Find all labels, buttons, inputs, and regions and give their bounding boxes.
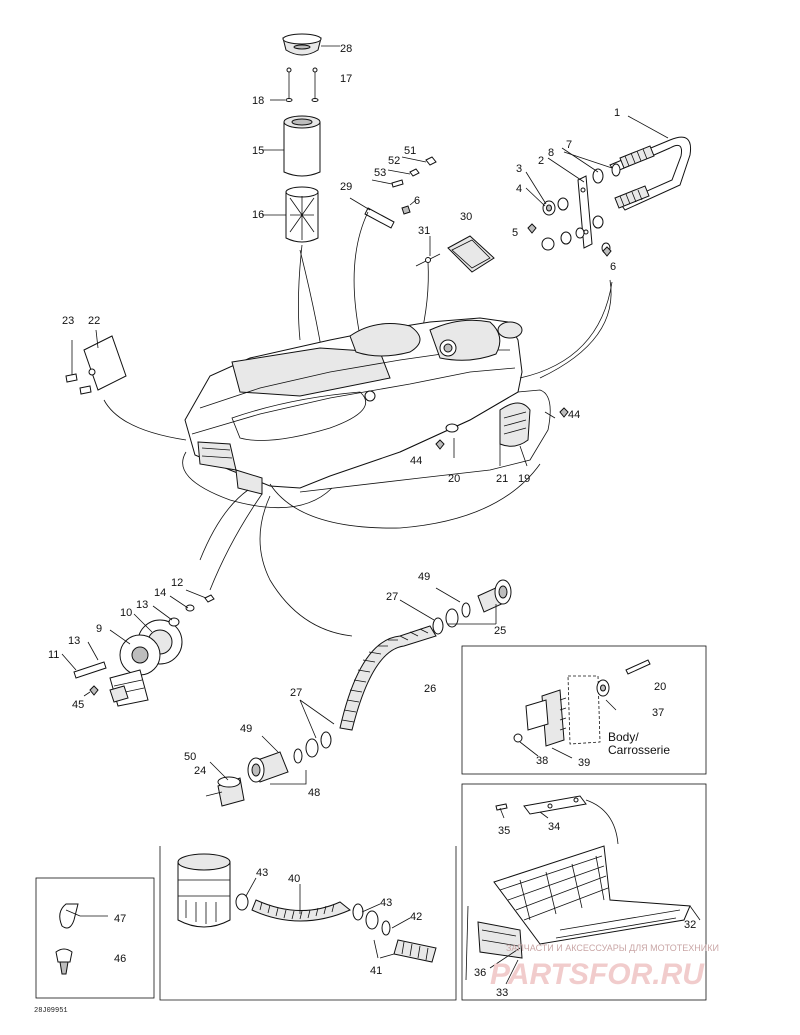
callout-21: 21 xyxy=(496,473,508,485)
outlet-fitting-assembly xyxy=(61,589,215,707)
callout-32: 32 xyxy=(684,919,696,931)
callout-23: 23 xyxy=(62,315,74,327)
callout-17: 17 xyxy=(340,73,352,85)
handle-1 xyxy=(609,115,692,211)
callout-45: 45 xyxy=(72,699,84,711)
hull-leaders xyxy=(103,281,613,637)
body-detail-box xyxy=(461,645,707,775)
callout-5: 5 xyxy=(512,227,518,239)
callout-7: 7 xyxy=(566,139,572,151)
callout-27: 27 xyxy=(290,687,302,699)
callout-20: 20 xyxy=(654,681,666,693)
callout-3: 3 xyxy=(516,163,522,175)
callout-47: 47 xyxy=(114,913,126,925)
callout-44: 44 xyxy=(410,455,422,467)
callout-46: 46 xyxy=(114,953,126,965)
vent-cap-assembly xyxy=(282,33,340,56)
callout-40: 40 xyxy=(288,873,300,885)
callout-37: 37 xyxy=(652,707,664,719)
callout-27: 27 xyxy=(386,591,398,603)
callout-36: 36 xyxy=(474,967,486,979)
callout-14: 14 xyxy=(154,587,166,599)
callout-50: 50 xyxy=(184,751,196,763)
callout-12: 12 xyxy=(171,577,183,589)
callout-6: 6 xyxy=(610,261,616,273)
callout-39: 39 xyxy=(578,757,590,769)
callout-26: 26 xyxy=(424,683,436,695)
small-hardware-51-53 xyxy=(371,156,437,188)
callout-1: 1 xyxy=(614,107,620,119)
body-label-line1: Body/ xyxy=(608,730,639,744)
callout-48: 48 xyxy=(308,787,320,799)
callout-16: 16 xyxy=(252,209,264,221)
callout-53: 53 xyxy=(374,167,386,179)
callout-20: 20 xyxy=(448,473,460,485)
callout-42: 42 xyxy=(410,911,422,923)
callout-41: 41 xyxy=(370,965,382,977)
callout-44: 44 xyxy=(568,409,580,421)
watermark-small-text: ЗАПЧАСТИ И АКСЕССУАРЫ ДЛЯ МОТОТЕХНИКИ xyxy=(506,943,719,953)
hose-fittings-top xyxy=(399,579,512,635)
callout-29: 29 xyxy=(340,181,352,193)
watercraft-body xyxy=(184,317,551,495)
callout-19: 19 xyxy=(518,473,530,485)
callout-8: 8 xyxy=(548,147,554,159)
callout-51: 51 xyxy=(404,145,416,157)
body-detail-parts xyxy=(513,659,651,759)
callout-13: 13 xyxy=(68,635,80,647)
callout-2: 2 xyxy=(538,155,544,167)
rod-29 xyxy=(349,197,417,337)
body-label-line2: Carrosserie xyxy=(608,743,670,757)
foam-filter-15 xyxy=(262,115,321,177)
callout-35: 35 xyxy=(498,825,510,837)
bracket-2 xyxy=(577,175,593,249)
callout-49: 49 xyxy=(418,571,430,583)
rack-detail-box xyxy=(461,783,707,1001)
hose-40-fittings xyxy=(352,903,437,963)
callout-15: 15 xyxy=(252,145,264,157)
callout-24: 24 xyxy=(194,765,206,777)
callout-10: 10 xyxy=(120,607,132,619)
callout-18: 18 xyxy=(252,95,264,107)
callout-43: 43 xyxy=(256,867,268,879)
screws-17-18 xyxy=(270,67,319,102)
callout-4: 4 xyxy=(516,183,522,195)
pump-canister xyxy=(177,853,231,928)
callout-34: 34 xyxy=(548,821,560,833)
callout-43: 43 xyxy=(380,897,392,909)
callout-11: 11 xyxy=(48,649,59,661)
callout-6: 6 xyxy=(414,195,420,207)
hose-40 xyxy=(235,877,351,922)
callout-9: 9 xyxy=(96,623,102,635)
callout-30: 30 xyxy=(460,211,472,223)
watermark-large-text: PARTSFOR.RU xyxy=(490,958,705,991)
callout-52: 52 xyxy=(388,155,400,167)
callout-25: 25 xyxy=(494,625,506,637)
callout-31: 31 xyxy=(418,225,430,237)
callout-22: 22 xyxy=(88,315,100,327)
washers-and-nuts xyxy=(525,147,621,379)
callout-49: 49 xyxy=(240,723,252,735)
diagram-code: 28J09951 xyxy=(34,1007,68,1015)
rack-parts xyxy=(465,795,701,985)
clip-and-screw xyxy=(55,903,108,975)
flex-hose-26 xyxy=(339,625,437,731)
hose-box-outline xyxy=(159,846,457,1001)
callout-33: 33 xyxy=(496,987,508,999)
fastener-box xyxy=(35,877,155,999)
hose-fittings-bottom xyxy=(205,699,335,807)
callout-13: 13 xyxy=(136,599,148,611)
bracket-22-23 xyxy=(65,329,127,395)
callout-38: 38 xyxy=(536,755,548,767)
callout-labels: 1234566781112131314151617181920202122232… xyxy=(48,43,696,999)
callout-28: 28 xyxy=(340,43,352,55)
mesh-filter-16 xyxy=(262,186,329,393)
